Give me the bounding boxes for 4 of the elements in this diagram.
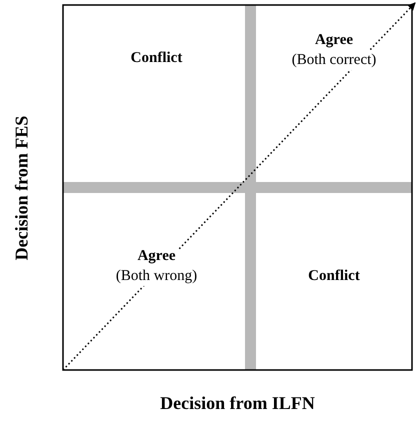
axis-title: Decision from FES	[12, 115, 32, 260]
axis-title: Decision from ILFN	[160, 393, 315, 414]
quadrant-note: (Both correct)	[290, 50, 378, 70]
quadrant-note: (Both wrong)	[114, 266, 200, 286]
